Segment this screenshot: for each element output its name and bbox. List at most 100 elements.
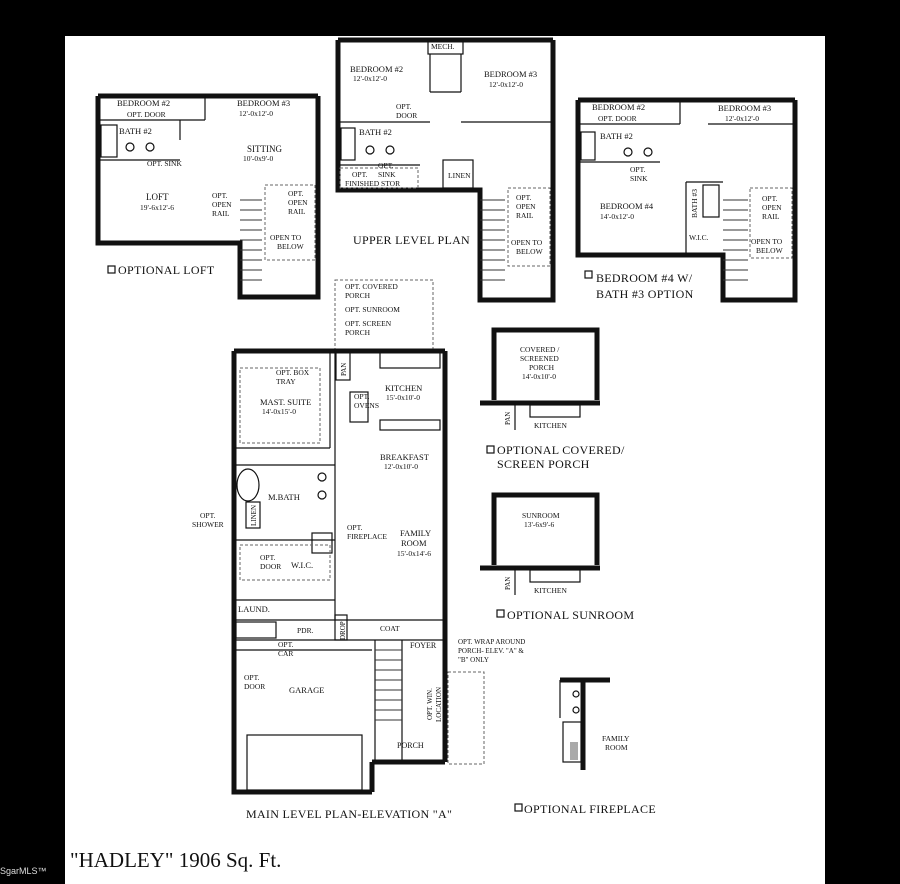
main-opt-screen: OPT. SCREEN [345,319,392,328]
sunroom-dim: 13'-6x9'-6 [524,520,554,529]
bed4-rail: RAIL [762,212,780,221]
upper-bedroom3: BEDROOM #3 [484,69,537,79]
sunroom-checkbox [496,609,505,618]
caption-covered-line1: OPTIONAL COVERED/ [497,443,625,457]
main-porch1: PORCH [345,291,371,300]
upper-bedroom2-dim: 12'-0x12'-0 [353,74,387,83]
bedroom4-option-plan: BEDROOM #2 OPT. DOOR BEDROOM #3 12'-0x12… [575,97,798,303]
covered-l2: SCREENED [520,354,559,363]
loft-below: BELOW [277,242,305,251]
main-wrap2: PORCH- ELEV. "A" & [458,647,524,655]
main-wrap3: "B" ONLY [458,656,489,664]
bed4-bath3: BATH #3 [690,189,699,218]
sunroom-label: SUNROOM [522,511,560,520]
upper-opt4: OPT. [516,193,532,202]
loft-opt-sink: OPT. SINK [147,159,182,168]
main-ovens: OVENS [354,401,379,410]
main-coat: COAT [380,624,400,633]
main-kitchen-dim: 15'-0x10'-0 [386,393,420,402]
main-tray: TRAY [276,377,296,386]
caption-bed4-line2: BATH #3 OPTION [596,287,694,301]
main-fireplace: FIREPLACE [347,532,387,541]
caption-main-level: MAIN LEVEL PLAN-ELEVATION "A" [246,807,452,821]
loft-opt2: OPT. [288,189,304,198]
bed4-bedroom4: BEDROOM #4 [600,201,654,211]
main-mbath: M.BATH [268,492,300,502]
main-mast-dim: 14'-0x15'-0 [262,407,296,416]
main-kitchen: KITCHEN [385,383,422,393]
caption-optional-fireplace: OPTIONAL FIREPLACE [524,802,656,816]
bed4-sink: SINK [630,174,648,183]
main-opt-shower2: SHOWER [192,520,224,529]
main-porch2: PORCH [345,328,371,337]
bed4-wic: W.I.C. [689,233,709,242]
bed4-checkbox [584,270,593,279]
main-linen: LINEN [250,505,258,526]
upper-linen: LINEN [448,171,471,180]
main-porch: PORCH [397,741,424,750]
loft-open-to: OPEN TO [270,233,302,242]
loft-sitting-dim: 10'-0x9'-0 [243,154,273,163]
bed4-opt2: OPT. [762,194,778,203]
upper-finished-stor: FINISHED STOR [345,179,400,188]
loft-sitting: SITTING [247,144,282,154]
bed4-opt: OPT. [630,165,646,174]
bed4-bedroom2: BEDROOM #2 [592,102,645,112]
main-opt-box: OPT. BOX [276,368,310,377]
bed4-bedroom3-dim: 12'-0x12'-0 [725,114,759,123]
loft-bath2: BATH #2 [119,126,152,136]
main-room: ROOM [401,538,427,548]
fireplace-family: FAMILY [602,734,630,743]
upper-open-to: OPEN TO [511,238,543,247]
main-family: FAMILY [400,528,431,538]
main-level-plan: OPT. COVERED PORCH OPT. SUNROOM OPT. SCR… [192,279,525,795]
upper-opt2: OPT. [352,170,368,179]
upper-bath2: BATH #2 [359,127,392,137]
caption-optional-loft: OPTIONAL LOFT [118,263,215,277]
main-pan: PAN [340,363,348,376]
main-car: CAR [278,649,293,658]
fireplace-plan: FAMILY ROOM [559,677,630,770]
covered-pan: PAN [504,412,512,425]
upper-bedroom2: BEDROOM #2 [350,64,403,74]
sunroom-plan: SUNROOM 13'-6x9'-6 PAN KITCHEN [480,492,600,595]
upper-rail: RAIL [516,211,534,220]
upper-open: OPEN [516,202,536,211]
loft-checkbox [107,265,116,274]
loft-bedroom3-dim: 12'-0x12'-0 [239,109,273,118]
main-win1: OPT. WIN. [426,688,434,720]
upper-bedroom3-dim: 12'-0x12'-0 [489,80,523,89]
caption-upper-level-plan: UPPER LEVEL PLAN [353,233,470,247]
main-opt-shower1: OPT. [200,511,216,520]
bed4-bath2: BATH #2 [600,131,633,141]
loft-open: OPEN [212,200,232,209]
main-opt-covered: OPT. COVERED [345,282,398,291]
loft-rail: RAIL [212,209,230,218]
sunroom-kitchen: KITCHEN [534,586,567,595]
main-breakfast-dim: 12'-0x10'-0 [384,462,418,471]
upper-below: BELOW [516,247,544,256]
upper-opt3: OPT. [378,161,394,170]
covered-l1: COVERED / [520,345,560,354]
loft-open2: OPEN [288,198,308,207]
sunroom-pan: PAN [504,577,512,590]
main-win2: LOCATION [435,687,443,722]
optional-loft-plan: BEDROOM #2 OPT. DOOR BEDROOM #3 12'-0x12… [95,93,321,300]
bed4-opt-door: OPT. DOOR [598,114,637,123]
bed4-below: BELOW [756,246,784,255]
loft-bedroom2: BEDROOM #2 [117,98,170,108]
main-opt-fp: OPT. [347,523,363,532]
bed4-open-to: OPEN TO [751,237,783,246]
caption-covered-line2: SCREEN PORCH [497,457,590,471]
main-drop: DROP [339,621,347,640]
main-pdr: PDR. [297,626,314,635]
covered-dim: 14'-0x10'-0 [522,372,556,381]
main-opt4: OPT. [244,673,260,682]
main-opt-sunroom: OPT. SUNROOM [345,305,400,314]
main-wic: W.I.C. [291,560,313,570]
main-family-dim: 15'-0x14'-6 [397,549,431,558]
main-laund: LAUND. [238,604,270,614]
main-garage: GARAGE [289,685,324,695]
covered-l3: PORCH [529,363,555,372]
